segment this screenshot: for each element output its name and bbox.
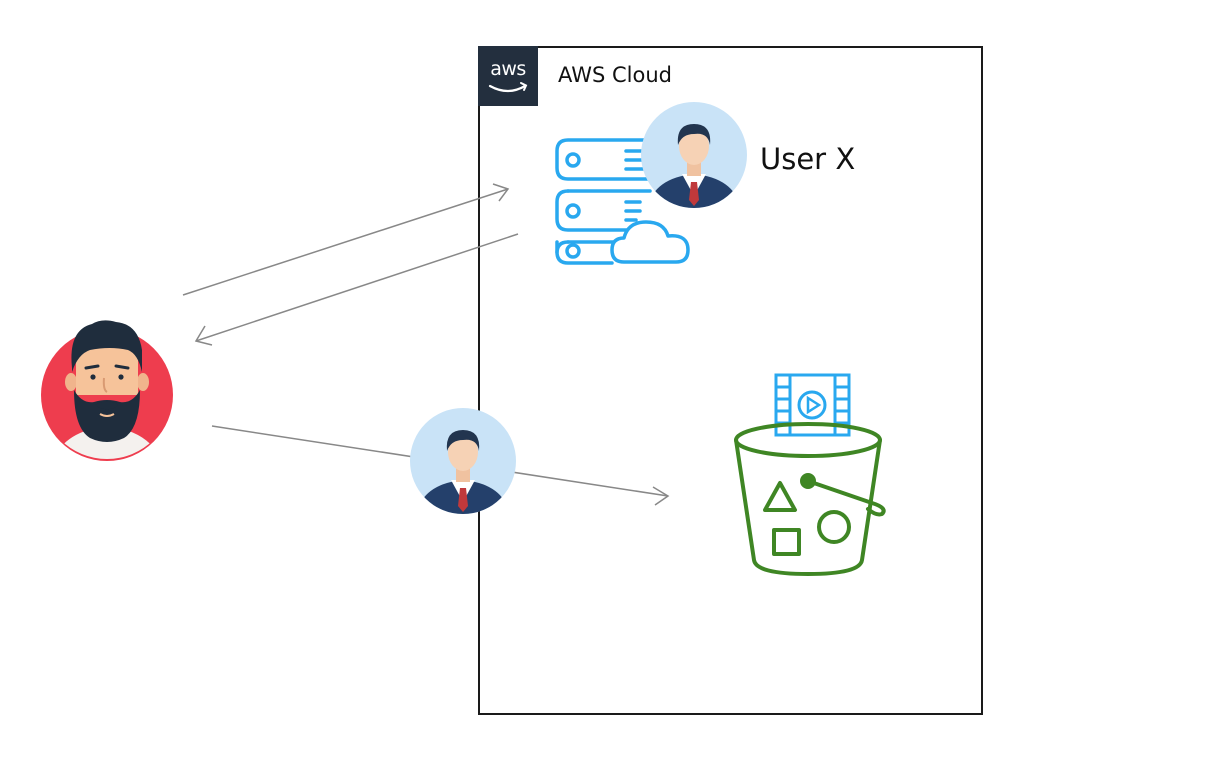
aws-cloud-boundary xyxy=(478,46,983,715)
aws-logo-text: aws xyxy=(490,58,526,80)
arrow-request-to-server xyxy=(182,183,510,296)
person-avatar-icon xyxy=(41,320,173,470)
user-x-icon xyxy=(641,102,747,208)
aws-cloud-label: AWS Cloud xyxy=(558,63,672,87)
user-x-label: User X xyxy=(760,142,856,176)
business-user-icon xyxy=(410,408,516,514)
aws-logo: aws xyxy=(478,46,538,106)
arrow-response-from-server xyxy=(194,233,519,346)
aws-smile-icon xyxy=(488,82,528,93)
s3-bucket-icon xyxy=(734,422,886,576)
